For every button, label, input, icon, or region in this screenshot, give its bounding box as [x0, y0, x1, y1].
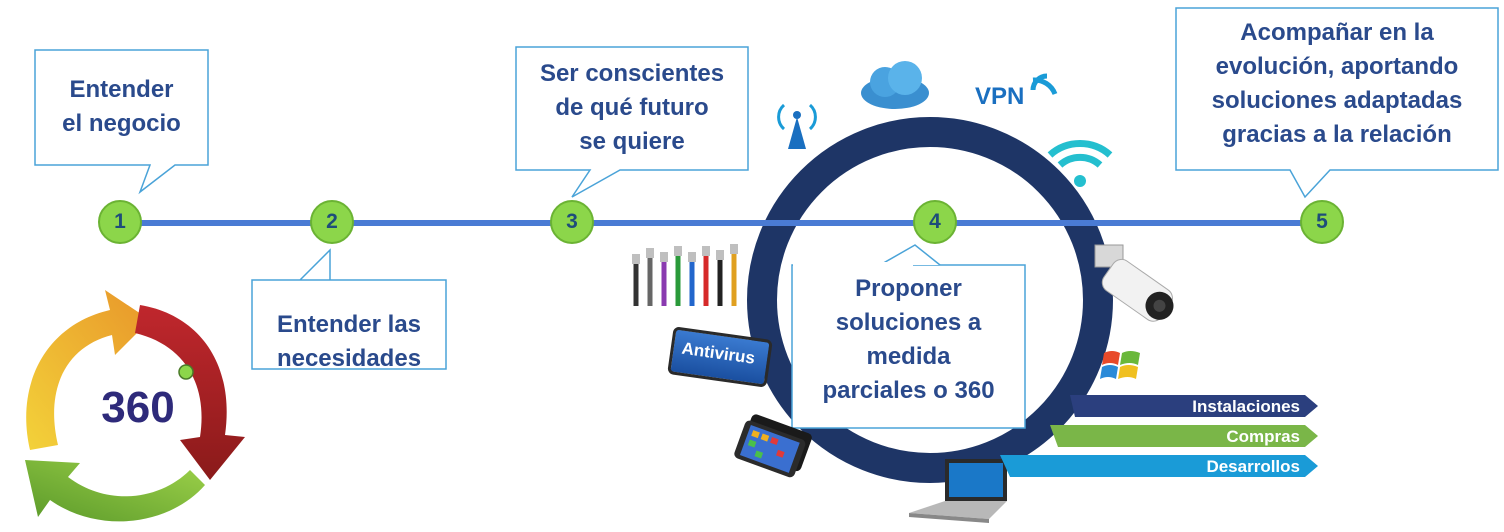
network-cables-icon — [632, 244, 738, 306]
cloud-icon — [861, 61, 929, 109]
step-3-node: 3 — [550, 200, 594, 244]
step-1-node: 1 — [98, 200, 142, 244]
svg-text:VPN: VPN — [975, 83, 1024, 110]
arrow-desarrollos-label: Desarrollos — [1206, 457, 1300, 476]
arrow-instalaciones-label: Instalaciones — [1192, 397, 1300, 416]
arrow-compras-label: Compras — [1226, 427, 1300, 446]
step-4-node: 4 — [913, 200, 957, 244]
cycle-360-icon: 360 — [25, 290, 245, 522]
timeline-line — [120, 220, 1325, 226]
windows-logo-icon — [1100, 351, 1140, 379]
security-camera-icon — [1094, 244, 1174, 322]
step-2-node: 2 — [310, 200, 354, 244]
wifi-icon — [1047, 140, 1113, 187]
laptop-icon — [909, 459, 1007, 523]
antenna-icon — [777, 103, 817, 149]
vpn-icon: VPN — [975, 73, 1058, 110]
smartphone-icon — [734, 414, 812, 478]
cycle-360-label: 360 — [101, 383, 174, 432]
step-5-node: 5 — [1300, 200, 1344, 244]
